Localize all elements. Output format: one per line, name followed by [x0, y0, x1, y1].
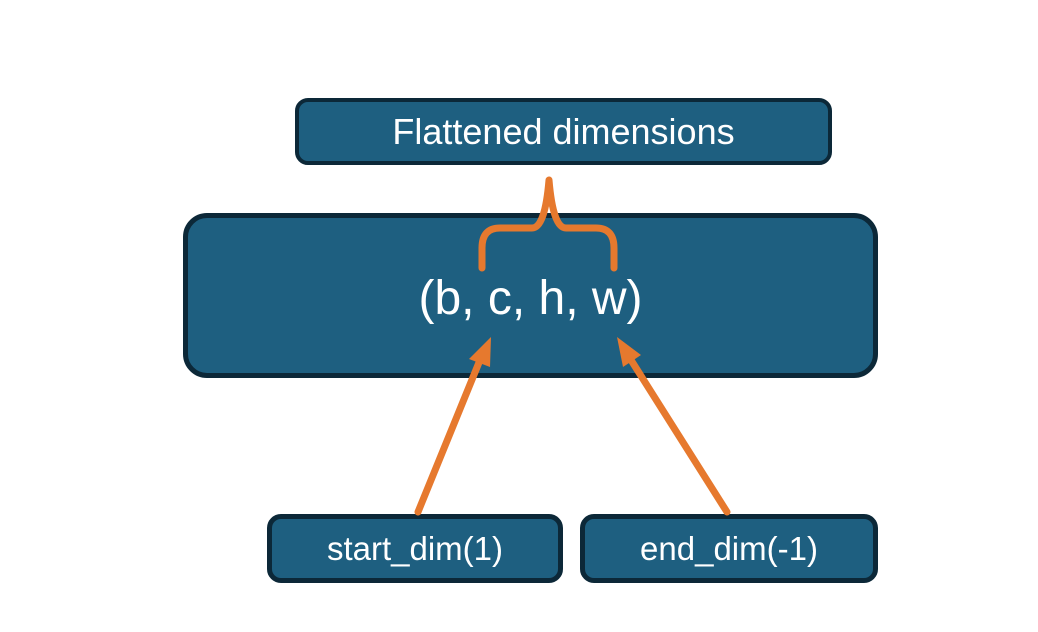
flattened-dimensions-label: Flattened dimensions — [392, 110, 735, 152]
tensor-shape-box: (b, c, h, w) — [183, 213, 878, 378]
end-dim-label: end_dim(-1) — [640, 529, 818, 567]
tensor-shape-label: (b, c, h, w) — [418, 272, 643, 325]
flattened-dimensions-box: Flattened dimensions — [295, 98, 832, 165]
start-dim-box: start_dim(1) — [267, 514, 563, 583]
end-dim-box: end_dim(-1) — [580, 514, 878, 583]
start-dim-label: start_dim(1) — [326, 529, 504, 567]
